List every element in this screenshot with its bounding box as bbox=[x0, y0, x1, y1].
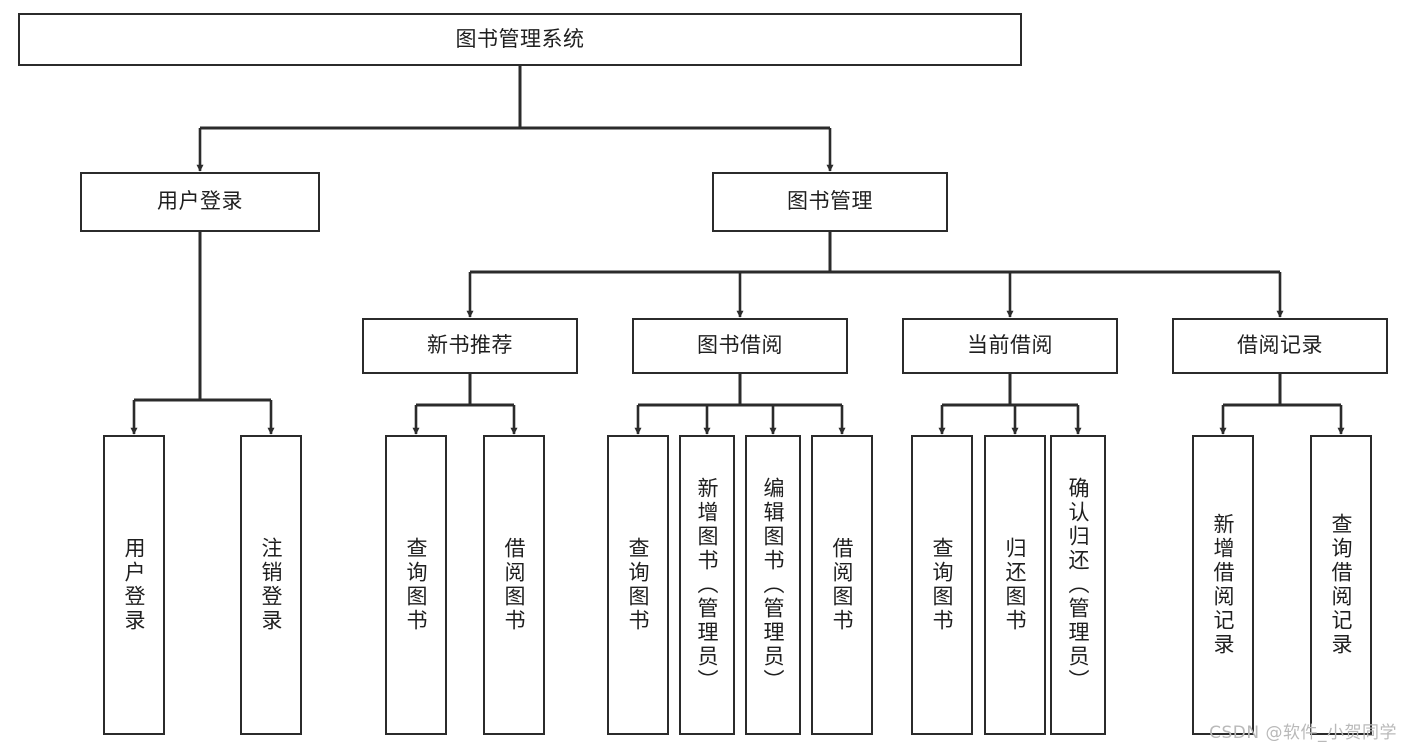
node-current-borrow: 当前借阅 bbox=[902, 318, 1118, 374]
node-label: 查询借阅记录 bbox=[1329, 513, 1354, 657]
watermark: CSDN @软件_小贺同学 bbox=[1209, 723, 1397, 743]
node-leaf-query-book-2: 查询图书 bbox=[607, 435, 669, 735]
node-leaf-query-record: 查询借阅记录 bbox=[1310, 435, 1372, 735]
node-leaf-return-book: 归还图书 bbox=[984, 435, 1046, 735]
node-leaf-user-login: 用户登录 bbox=[103, 435, 165, 735]
node-label: 图书管理 bbox=[787, 189, 873, 214]
node-label: 新书推荐 bbox=[427, 333, 513, 358]
node-label: 新增图书（管理员） bbox=[695, 477, 720, 693]
node-label: 借阅图书 bbox=[502, 537, 527, 633]
node-leaf-add-record: 新增借阅记录 bbox=[1192, 435, 1254, 735]
node-leaf-query-book-1: 查询图书 bbox=[385, 435, 447, 735]
node-leaf-borrow-book-1: 借阅图书 bbox=[483, 435, 545, 735]
node-new-book-rec: 新书推荐 bbox=[362, 318, 578, 374]
node-label: 用户登录 bbox=[157, 189, 243, 214]
node-label: 新增借阅记录 bbox=[1211, 513, 1236, 657]
node-label: 归还图书 bbox=[1003, 537, 1028, 633]
node-leaf-query-book-3: 查询图书 bbox=[911, 435, 973, 735]
node-book-borrow: 图书借阅 bbox=[632, 318, 848, 374]
node-borrow-record: 借阅记录 bbox=[1172, 318, 1388, 374]
node-leaf-add-book: 新增图书（管理员） bbox=[679, 435, 735, 735]
node-label: 用户登录 bbox=[122, 537, 147, 633]
node-label: 当前借阅 bbox=[967, 333, 1053, 358]
node-user-login: 用户登录 bbox=[80, 172, 320, 232]
node-leaf-edit-book: 编辑图书（管理员） bbox=[745, 435, 801, 735]
node-label: 借阅记录 bbox=[1237, 333, 1323, 358]
node-label: 确认归还（管理员） bbox=[1066, 477, 1091, 693]
node-leaf-logout: 注销登录 bbox=[240, 435, 302, 735]
node-label: 注销登录 bbox=[259, 537, 284, 633]
node-label: 查询图书 bbox=[930, 537, 955, 633]
node-book-manage: 图书管理 bbox=[712, 172, 948, 232]
node-label: 图书管理系统 bbox=[455, 26, 585, 51]
node-leaf-borrow-book-2: 借阅图书 bbox=[811, 435, 873, 735]
node-label: 查询图书 bbox=[626, 537, 651, 633]
node-label: 查询图书 bbox=[404, 537, 429, 633]
node-label: 编辑图书（管理员） bbox=[761, 477, 786, 693]
node-root: 图书管理系统 bbox=[18, 13, 1022, 66]
node-label: 图书借阅 bbox=[697, 333, 783, 358]
node-label: 借阅图书 bbox=[830, 537, 855, 633]
node-leaf-confirm-return: 确认归还（管理员） bbox=[1050, 435, 1106, 735]
